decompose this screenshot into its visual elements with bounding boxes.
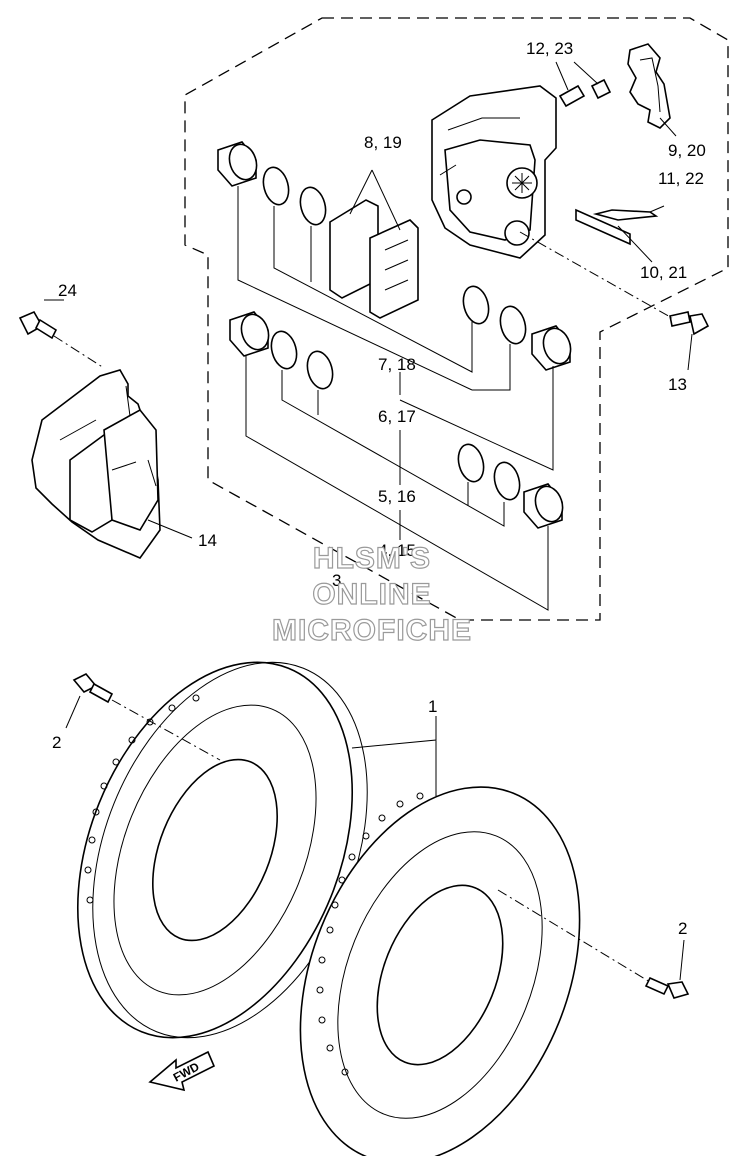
seal-upper-2 bbox=[299, 186, 327, 226]
brake-pad-front bbox=[329, 199, 419, 319]
piston-mid-right bbox=[531, 325, 572, 371]
callout-8-19: 8, 19 bbox=[364, 133, 402, 152]
seal-bottom-2 bbox=[493, 461, 521, 501]
disc-drill-holes bbox=[84, 694, 424, 1076]
callout-7-18: 7, 18 bbox=[378, 355, 416, 374]
fwd-arrow: FWD bbox=[148, 1050, 216, 1092]
disc-bolt-2-right bbox=[497, 889, 690, 999]
callout-10-21: 10, 21 bbox=[640, 263, 687, 282]
callout-12-23: 12, 23 bbox=[526, 39, 573, 58]
leader-disc-1 bbox=[351, 716, 437, 796]
seal-mid-1 bbox=[462, 285, 490, 325]
pad-pin bbox=[575, 205, 665, 263]
callout-3: 3 bbox=[332, 571, 341, 590]
callout-14: 14 bbox=[198, 531, 217, 550]
watermark-line-1: HLSM'S bbox=[313, 542, 431, 575]
seal-lower-1 bbox=[270, 330, 298, 370]
disc-bolt-2-left bbox=[65, 673, 221, 761]
piston-bottom-right bbox=[523, 483, 564, 529]
watermark-line-2: ONLINE bbox=[312, 578, 431, 611]
piston-upper-left bbox=[217, 141, 258, 187]
caliper-bolt-13 bbox=[519, 231, 710, 371]
seal-bottom-1 bbox=[457, 443, 485, 483]
brake-caliper-body bbox=[431, 85, 557, 259]
pad-spring bbox=[627, 43, 677, 137]
callout-2-right: 2 bbox=[678, 919, 687, 938]
callout-1: 1 bbox=[428, 697, 437, 716]
callout-4-15: 4, 15 bbox=[378, 541, 416, 560]
callout-13: 13 bbox=[668, 375, 687, 394]
callout-6-17: 6, 17 bbox=[378, 407, 416, 426]
piston-lower-left bbox=[229, 311, 270, 357]
callout-2-left: 2 bbox=[52, 733, 61, 752]
caliper-bolt-24 bbox=[18, 299, 105, 369]
bleed-screw bbox=[555, 61, 612, 108]
caliper-assembly-boundary bbox=[184, 17, 729, 621]
leader-lines-pistons bbox=[237, 169, 554, 611]
callout-11-22: 11, 22 bbox=[658, 169, 704, 188]
seal-upper-1 bbox=[262, 166, 290, 206]
seal-lower-2 bbox=[306, 350, 334, 390]
callout-9-20: 9, 20 bbox=[668, 141, 706, 160]
caliper-assembly-14 bbox=[31, 369, 193, 559]
brake-disc-front bbox=[299, 786, 581, 1156]
watermark: HLSM'S ONLINE MICROFICHE bbox=[271, 541, 472, 647]
watermark-line-3: MICROFICHE bbox=[272, 614, 472, 647]
callout-24: 24 bbox=[58, 281, 77, 300]
seal-mid-2 bbox=[499, 305, 527, 345]
callout-5-16: 5, 16 bbox=[378, 487, 416, 506]
